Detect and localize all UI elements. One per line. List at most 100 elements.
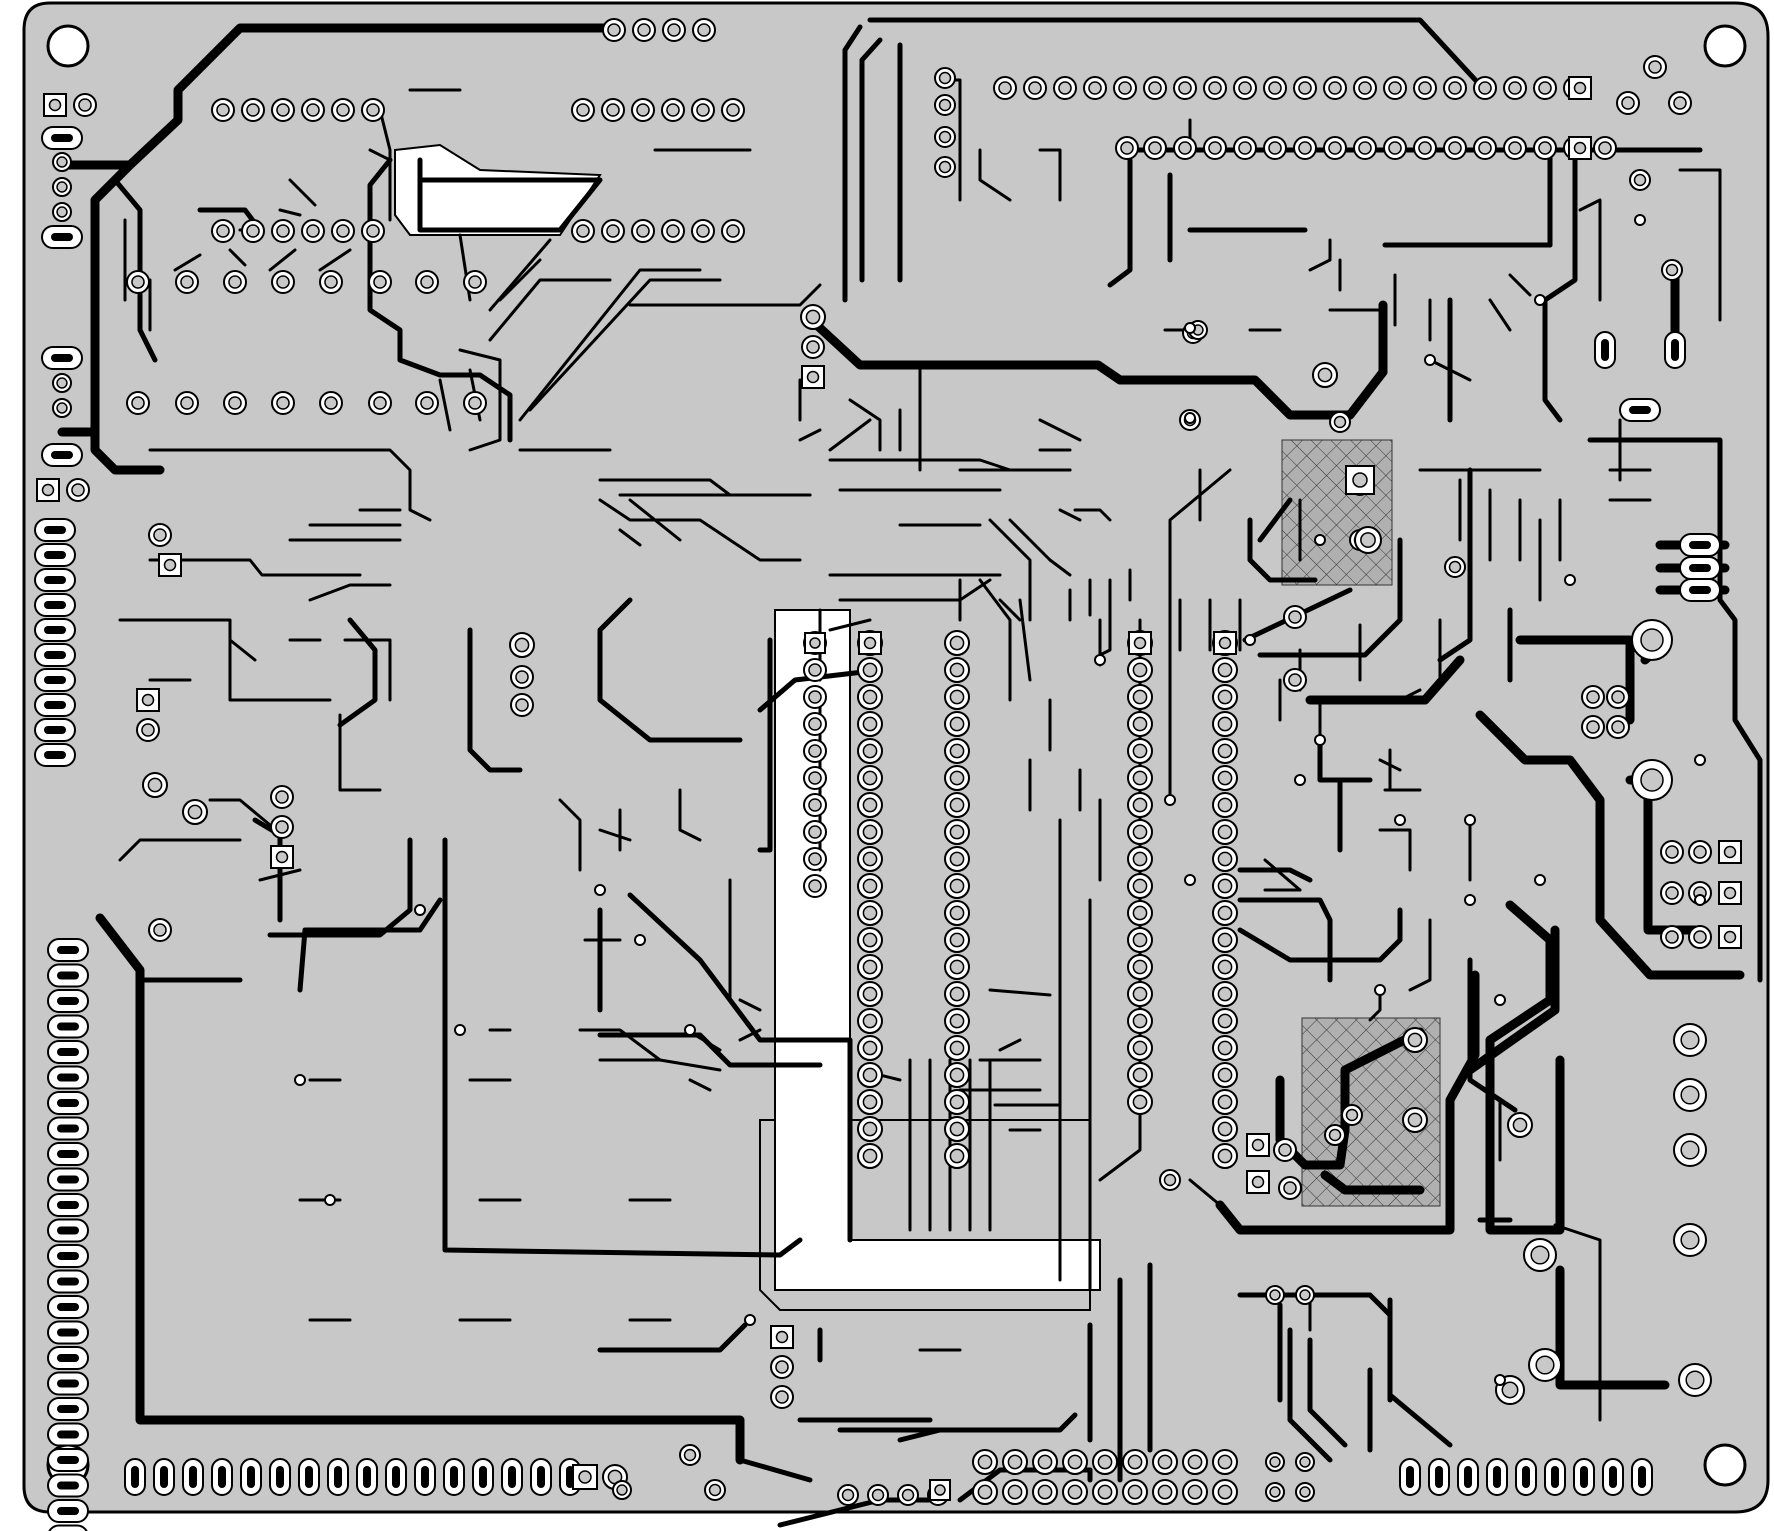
bottom-connector-pad [240,1458,262,1496]
via [1634,214,1646,226]
ic-socket-pad [944,792,970,818]
edge-connector-pad [47,1422,89,1447]
ic-socket-pad [1212,1143,1238,1169]
bottom-connector-pad [211,1458,233,1496]
ic-socket-pad [857,711,883,737]
ic-header-pad [1233,136,1257,160]
edge-connector-pad [47,1116,89,1141]
ic-header-pad [1503,136,1527,160]
ic-socket-pad [1212,1008,1238,1034]
component-pad [175,270,199,294]
ic-socket-pad [1212,900,1238,926]
via [1164,794,1176,806]
ic-socket-pad [1212,819,1238,845]
header-pad [571,98,595,122]
ic-socket-pad [944,927,970,953]
ic-socket-pad [1127,981,1153,1007]
slot-pad [1594,331,1616,369]
ic-header-pad [1173,136,1197,160]
ic-socket-pad [1127,684,1153,710]
bottom-connector-pad [501,1458,523,1496]
header-pad [601,219,625,243]
via [1314,534,1326,546]
ic-socket-pad [857,846,883,872]
via [1694,754,1706,766]
through-hole-pad [1278,1176,1302,1200]
pads [34,18,1742,1531]
through-hole-pad [800,304,826,330]
slot-pad [1679,578,1721,602]
bottom-header-pad [1182,1449,1208,1475]
header-pad [692,18,716,42]
ic-socket-pad [857,684,883,710]
ic-socket-pad [1127,1062,1153,1088]
oval-pad [34,568,76,592]
header-pad [691,98,715,122]
through-hole-pad [1265,1452,1285,1472]
large-pad [1528,1348,1562,1382]
through-hole-pad [801,335,825,359]
bottom-connector-pad [1428,1458,1450,1496]
ic-socket-pad [1127,846,1153,872]
large-pad [1631,619,1673,661]
ic-socket-pad [944,1143,970,1169]
via [1464,814,1476,826]
large-pad [1673,1223,1707,1257]
through-hole-pad [867,1484,889,1506]
edge-connector-pad [47,1167,89,1192]
oval-pad [41,443,83,467]
square-pad [36,478,60,502]
ic-socket-pad [857,873,883,899]
ic-socket-pad [1212,1035,1238,1061]
through-hole-pad [1273,1138,1297,1162]
through-hole-pad [1581,685,1605,709]
bottom-connector-pad [385,1458,407,1496]
header-pad [271,98,295,122]
through-hole-pad [1295,1452,1315,1472]
power-traces [57,23,1745,1465]
header-pad [331,219,355,243]
ic-header-pad [1203,76,1227,100]
edge-connector-pad [47,1320,89,1345]
ic-socket-pad [857,981,883,1007]
through-hole-pad [803,712,827,736]
header-pad [571,219,595,243]
via [594,884,606,896]
through-hole-pad [1629,169,1651,191]
oval-pad [41,225,83,249]
through-hole-pad [510,665,534,689]
through-hole-pad [704,1479,726,1501]
through-hole-pad [1159,1169,1181,1191]
through-hole-pad [1606,715,1630,739]
bottom-header-pad [1092,1449,1118,1475]
ic-header-pad [1533,136,1557,160]
through-hole-pad [1444,556,1466,578]
square-pad [804,632,826,654]
ic-header-pad [1203,136,1227,160]
bottom-header-pad [1152,1479,1178,1505]
via [1394,814,1406,826]
edge-connector-pad [47,989,89,1013]
through-hole-pad [1616,91,1640,115]
ic-header-pad [1413,76,1437,100]
through-hole-pad [1312,362,1338,388]
ic-socket-pad [1212,1089,1238,1115]
ic-header-pad [1233,76,1257,100]
ic-header-pad [1383,136,1407,160]
ic-header-pad [1263,76,1287,100]
ic-socket-pad [1127,657,1153,683]
ic-header-pad [1083,76,1107,100]
ic-socket-pad [857,1008,883,1034]
ic-header-pad [1443,136,1467,160]
bottom-connector-pad [414,1458,436,1496]
through-hole-pad [612,1480,632,1500]
through-hole-pad [361,219,385,243]
edge-connector-pad [47,1065,89,1090]
bottom-connector-pad [443,1458,465,1496]
ic-socket-pad [1127,900,1153,926]
through-hole-pad [1295,1285,1315,1305]
ic-socket-pad [944,846,970,872]
through-hole-pad [1283,668,1307,692]
ic-socket-pad [857,1143,883,1169]
through-hole-pad [803,793,827,817]
